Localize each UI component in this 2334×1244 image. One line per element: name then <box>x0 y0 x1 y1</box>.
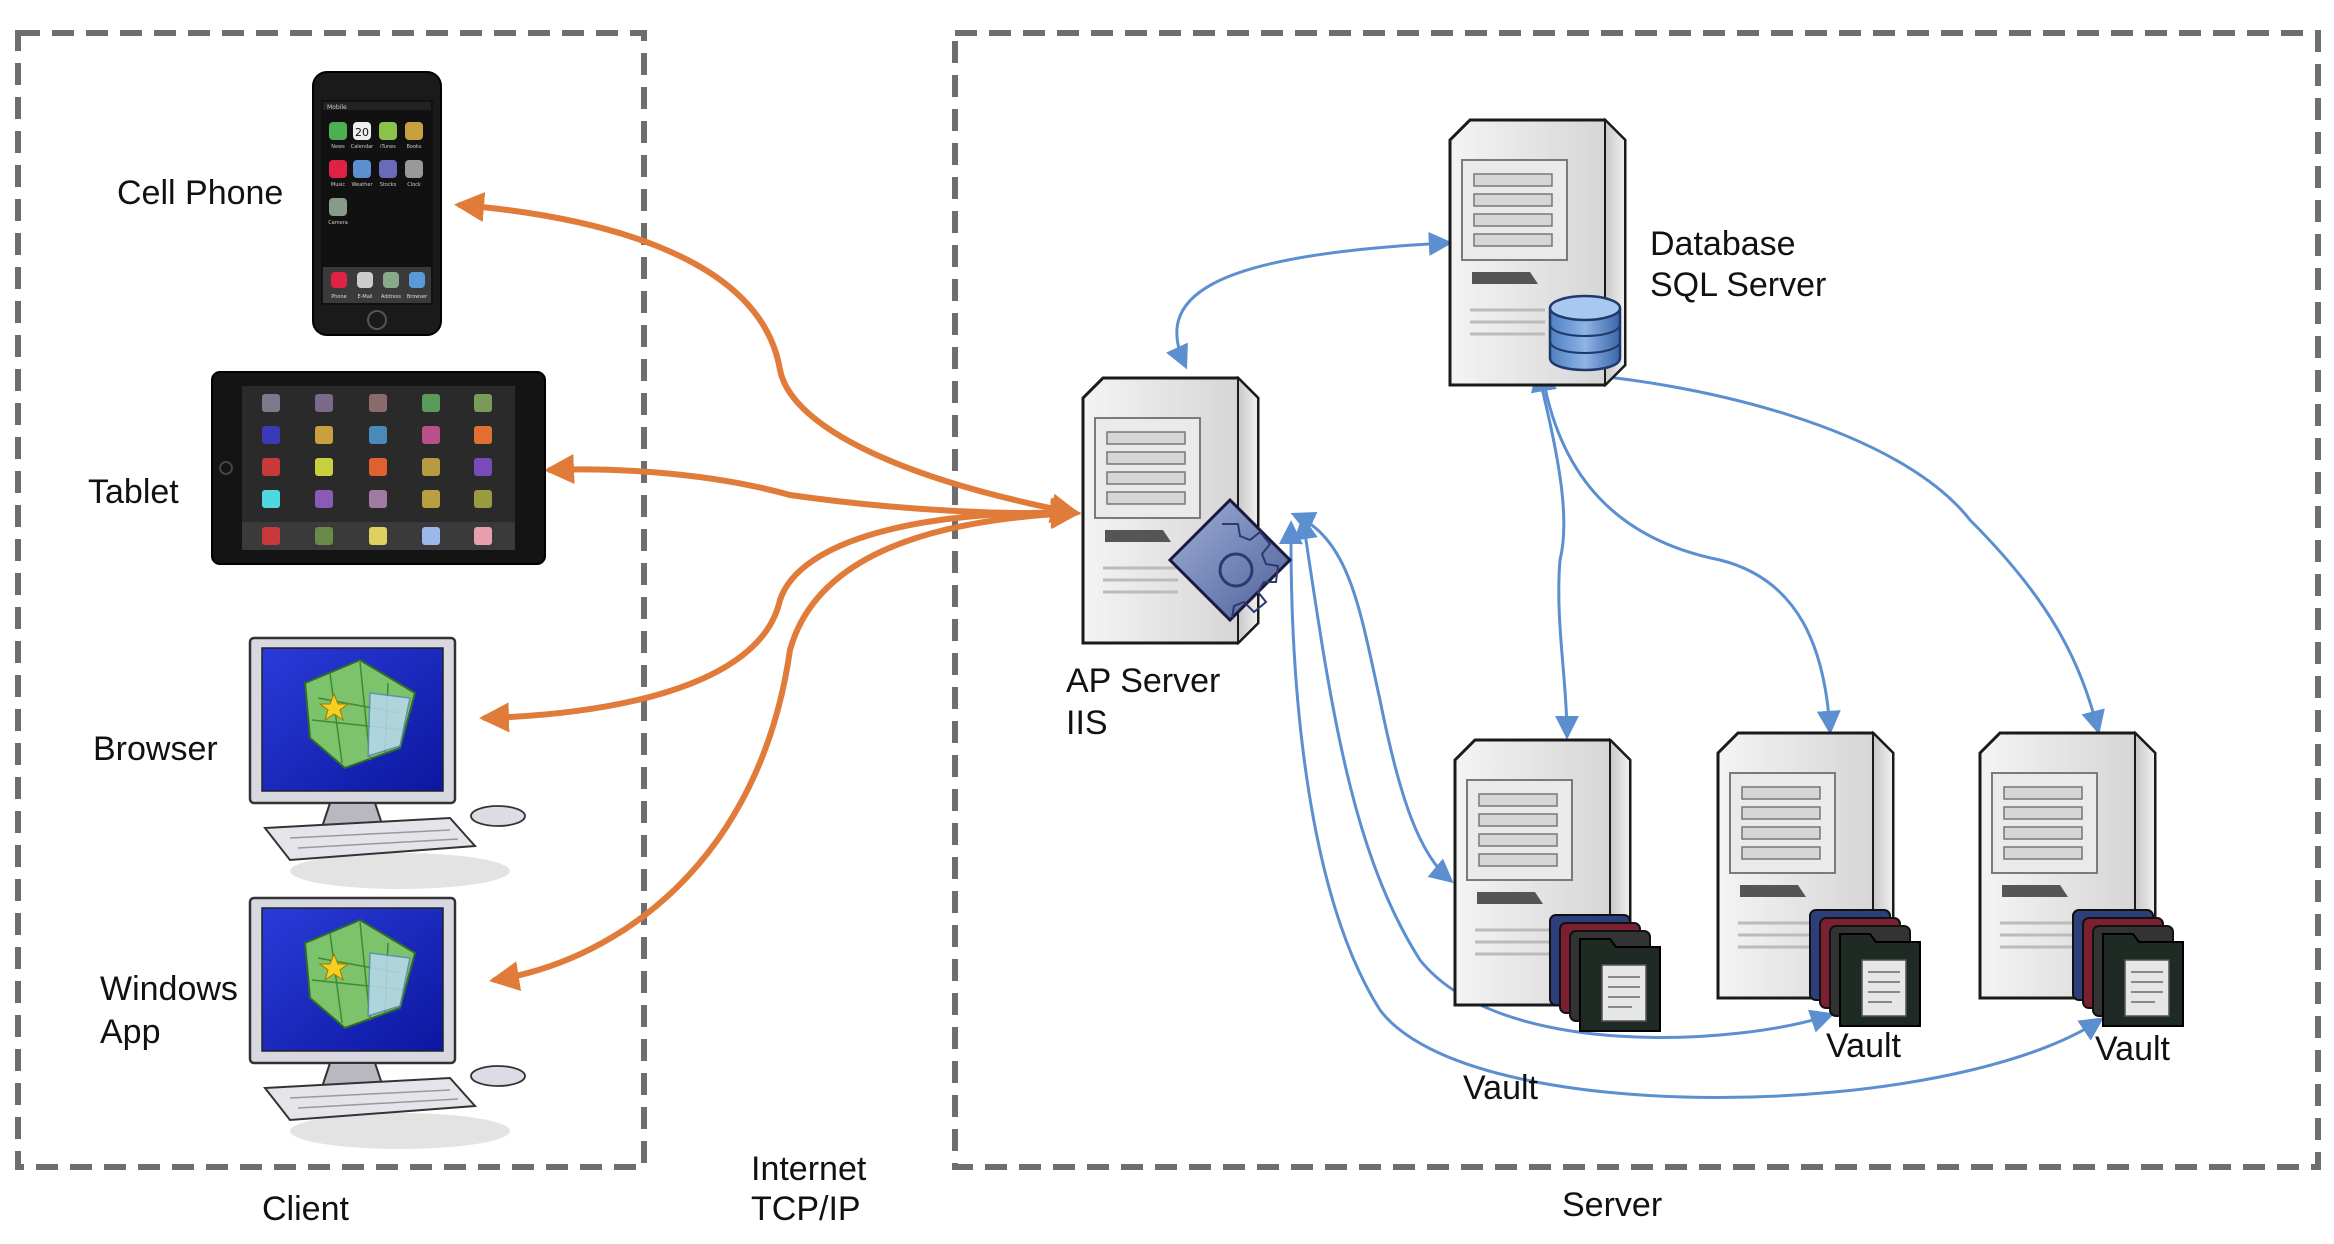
svg-text:Phone: Phone <box>331 294 347 300</box>
database-label-line1: Database <box>1650 225 1796 263</box>
svg-text:20: 20 <box>355 126 369 139</box>
windows-app-label-line2: App <box>100 1013 161 1051</box>
browser-monitor-icon <box>248 636 527 891</box>
browser-label: Browser <box>93 730 218 768</box>
server-caption: Server <box>1562 1186 1662 1224</box>
link-ap-vault-1 <box>1290 512 1454 884</box>
svg-text:Clock: Clock <box>407 182 421 188</box>
client-links <box>454 192 1081 992</box>
cell-phone-label: Cell Phone <box>117 174 283 212</box>
svg-text:Music: Music <box>331 182 345 188</box>
svg-text:Camera: Camera <box>328 220 348 226</box>
svg-text:Stocks: Stocks <box>380 182 397 188</box>
link-tablet <box>544 454 1081 529</box>
link-phone <box>454 192 1081 524</box>
vault-label-1: Vault <box>1463 1069 1539 1107</box>
svg-text:E-Mail: E-Mail <box>357 294 372 300</box>
ap-server-label-line1: AP Server <box>1066 662 1220 700</box>
database-cylinder-icon <box>1548 294 1622 372</box>
windows-app-label-line1: Windows <box>100 970 238 1008</box>
vault-folders-2-icon <box>1809 909 1921 1027</box>
database-label-line2: SQL Server <box>1650 266 1826 304</box>
link-db-vault-2 <box>1533 367 1841 735</box>
svg-text:Weather: Weather <box>351 182 373 188</box>
svg-text:Mobile: Mobile <box>327 104 347 111</box>
tablet-icon <box>211 371 546 565</box>
gear-icon <box>1167 497 1293 623</box>
link-browser <box>479 497 1081 733</box>
server-links <box>1166 231 2105 1099</box>
link-db-vault-1 <box>1531 367 1579 740</box>
link-windows-app <box>489 499 1081 992</box>
vault-label-3: Vault <box>2095 1030 2171 1068</box>
network-label-line1: Internet <box>751 1150 867 1188</box>
svg-text:Calendar: Calendar <box>351 144 374 150</box>
svg-text:Books: Books <box>406 144 421 150</box>
svg-text:Address: Address <box>381 294 401 300</box>
network-label-line2: TCP/IP <box>751 1190 861 1228</box>
link-ap-database <box>1166 231 1453 370</box>
cell-phone-icon: Mobile 20 News Calendar iTunes Books Mus… <box>312 71 442 336</box>
windows-app-monitor-icon <box>248 896 527 1151</box>
svg-text:iTunes: iTunes <box>380 144 396 150</box>
client-caption: Client <box>262 1190 349 1228</box>
ap-server-label-line2: IIS <box>1066 704 1108 742</box>
link-ap-vault-3 <box>1278 520 2104 1099</box>
vault-folders-1-icon <box>1549 914 1661 1032</box>
tablet-label: Tablet <box>88 473 179 511</box>
svg-text:News: News <box>331 144 345 150</box>
svg-text:Browser: Browser <box>407 294 428 300</box>
vault-folders-3-icon <box>2072 909 2184 1027</box>
vault-label-2: Vault <box>1826 1027 1902 1065</box>
